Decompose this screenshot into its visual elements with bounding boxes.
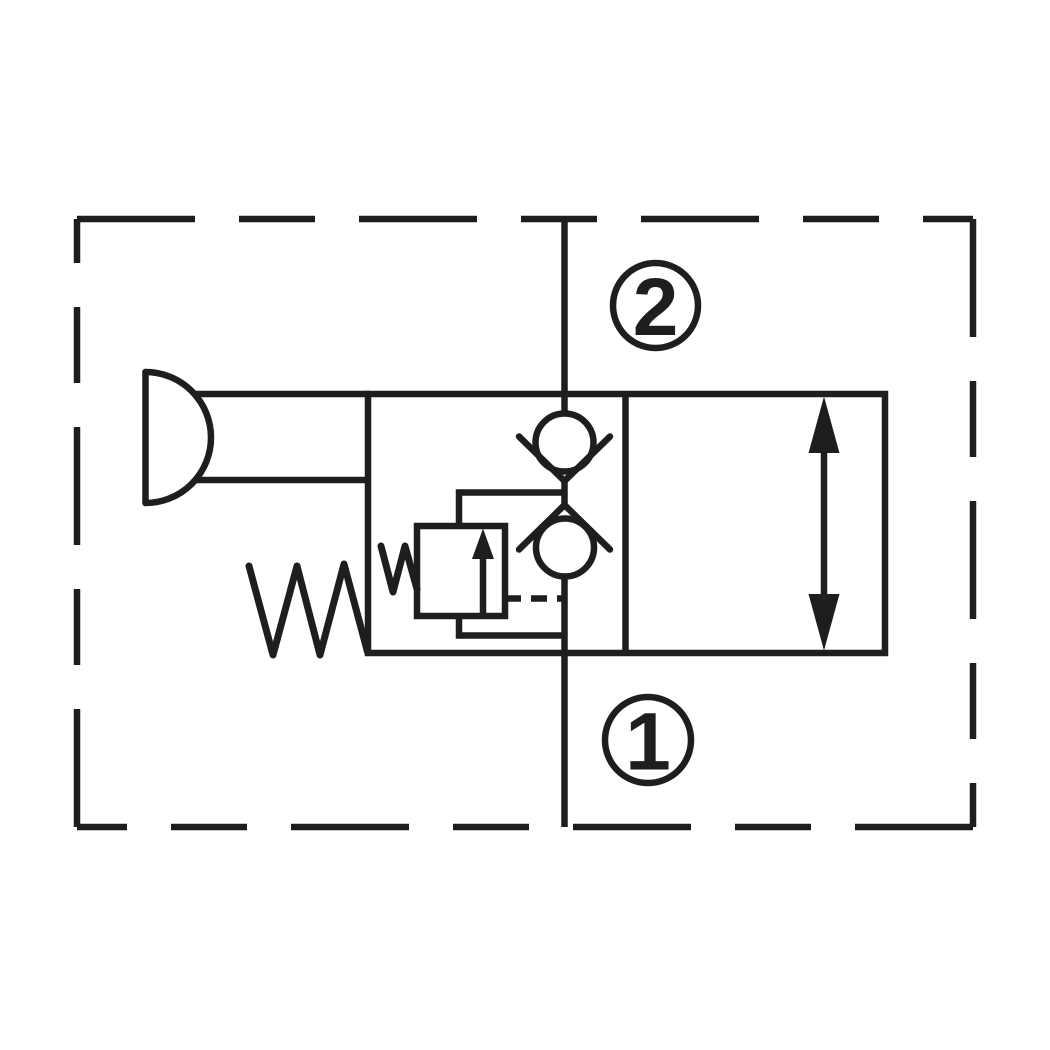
pilot-spring-icon: [377, 542, 421, 596]
pilot-relief-body: [413, 522, 509, 620]
port-2-label-circle: [609, 259, 702, 352]
check-ball-bottom: [532, 515, 598, 580]
bidirectional-flow-arrow-icon: [808, 396, 840, 651]
flow-arrow-head-down: [808, 594, 840, 651]
port-1-label-circle: [601, 693, 695, 787]
port-2-label: 2: [633, 262, 679, 353]
pilot-relief-arrow-head: [472, 528, 494, 559]
check-valve-bottom-icon: [515, 501, 614, 580]
main-spring-icon: [245, 560, 371, 659]
pilot-line-top: [455, 489, 562, 526]
dashed-envelope-border: [73, 215, 977, 831]
port-2-label-badge: 2: [609, 259, 702, 353]
port-1-label: 1: [625, 697, 671, 788]
flow-arrow-head-up: [808, 396, 840, 453]
manual-plunger-icon: [142, 368, 370, 507]
check-seat-bottom: [515, 501, 614, 553]
pilot-relief-valve-icon: [413, 489, 562, 639]
check-valve-top-icon: [515, 410, 614, 485]
port-1-label-badge: 1: [601, 693, 695, 788]
pilot-line-bottom: [455, 616, 562, 639]
plunger-dome-arc: [142, 368, 215, 507]
check-seat-top: [515, 433, 614, 485]
check-ball-top: [532, 410, 597, 475]
